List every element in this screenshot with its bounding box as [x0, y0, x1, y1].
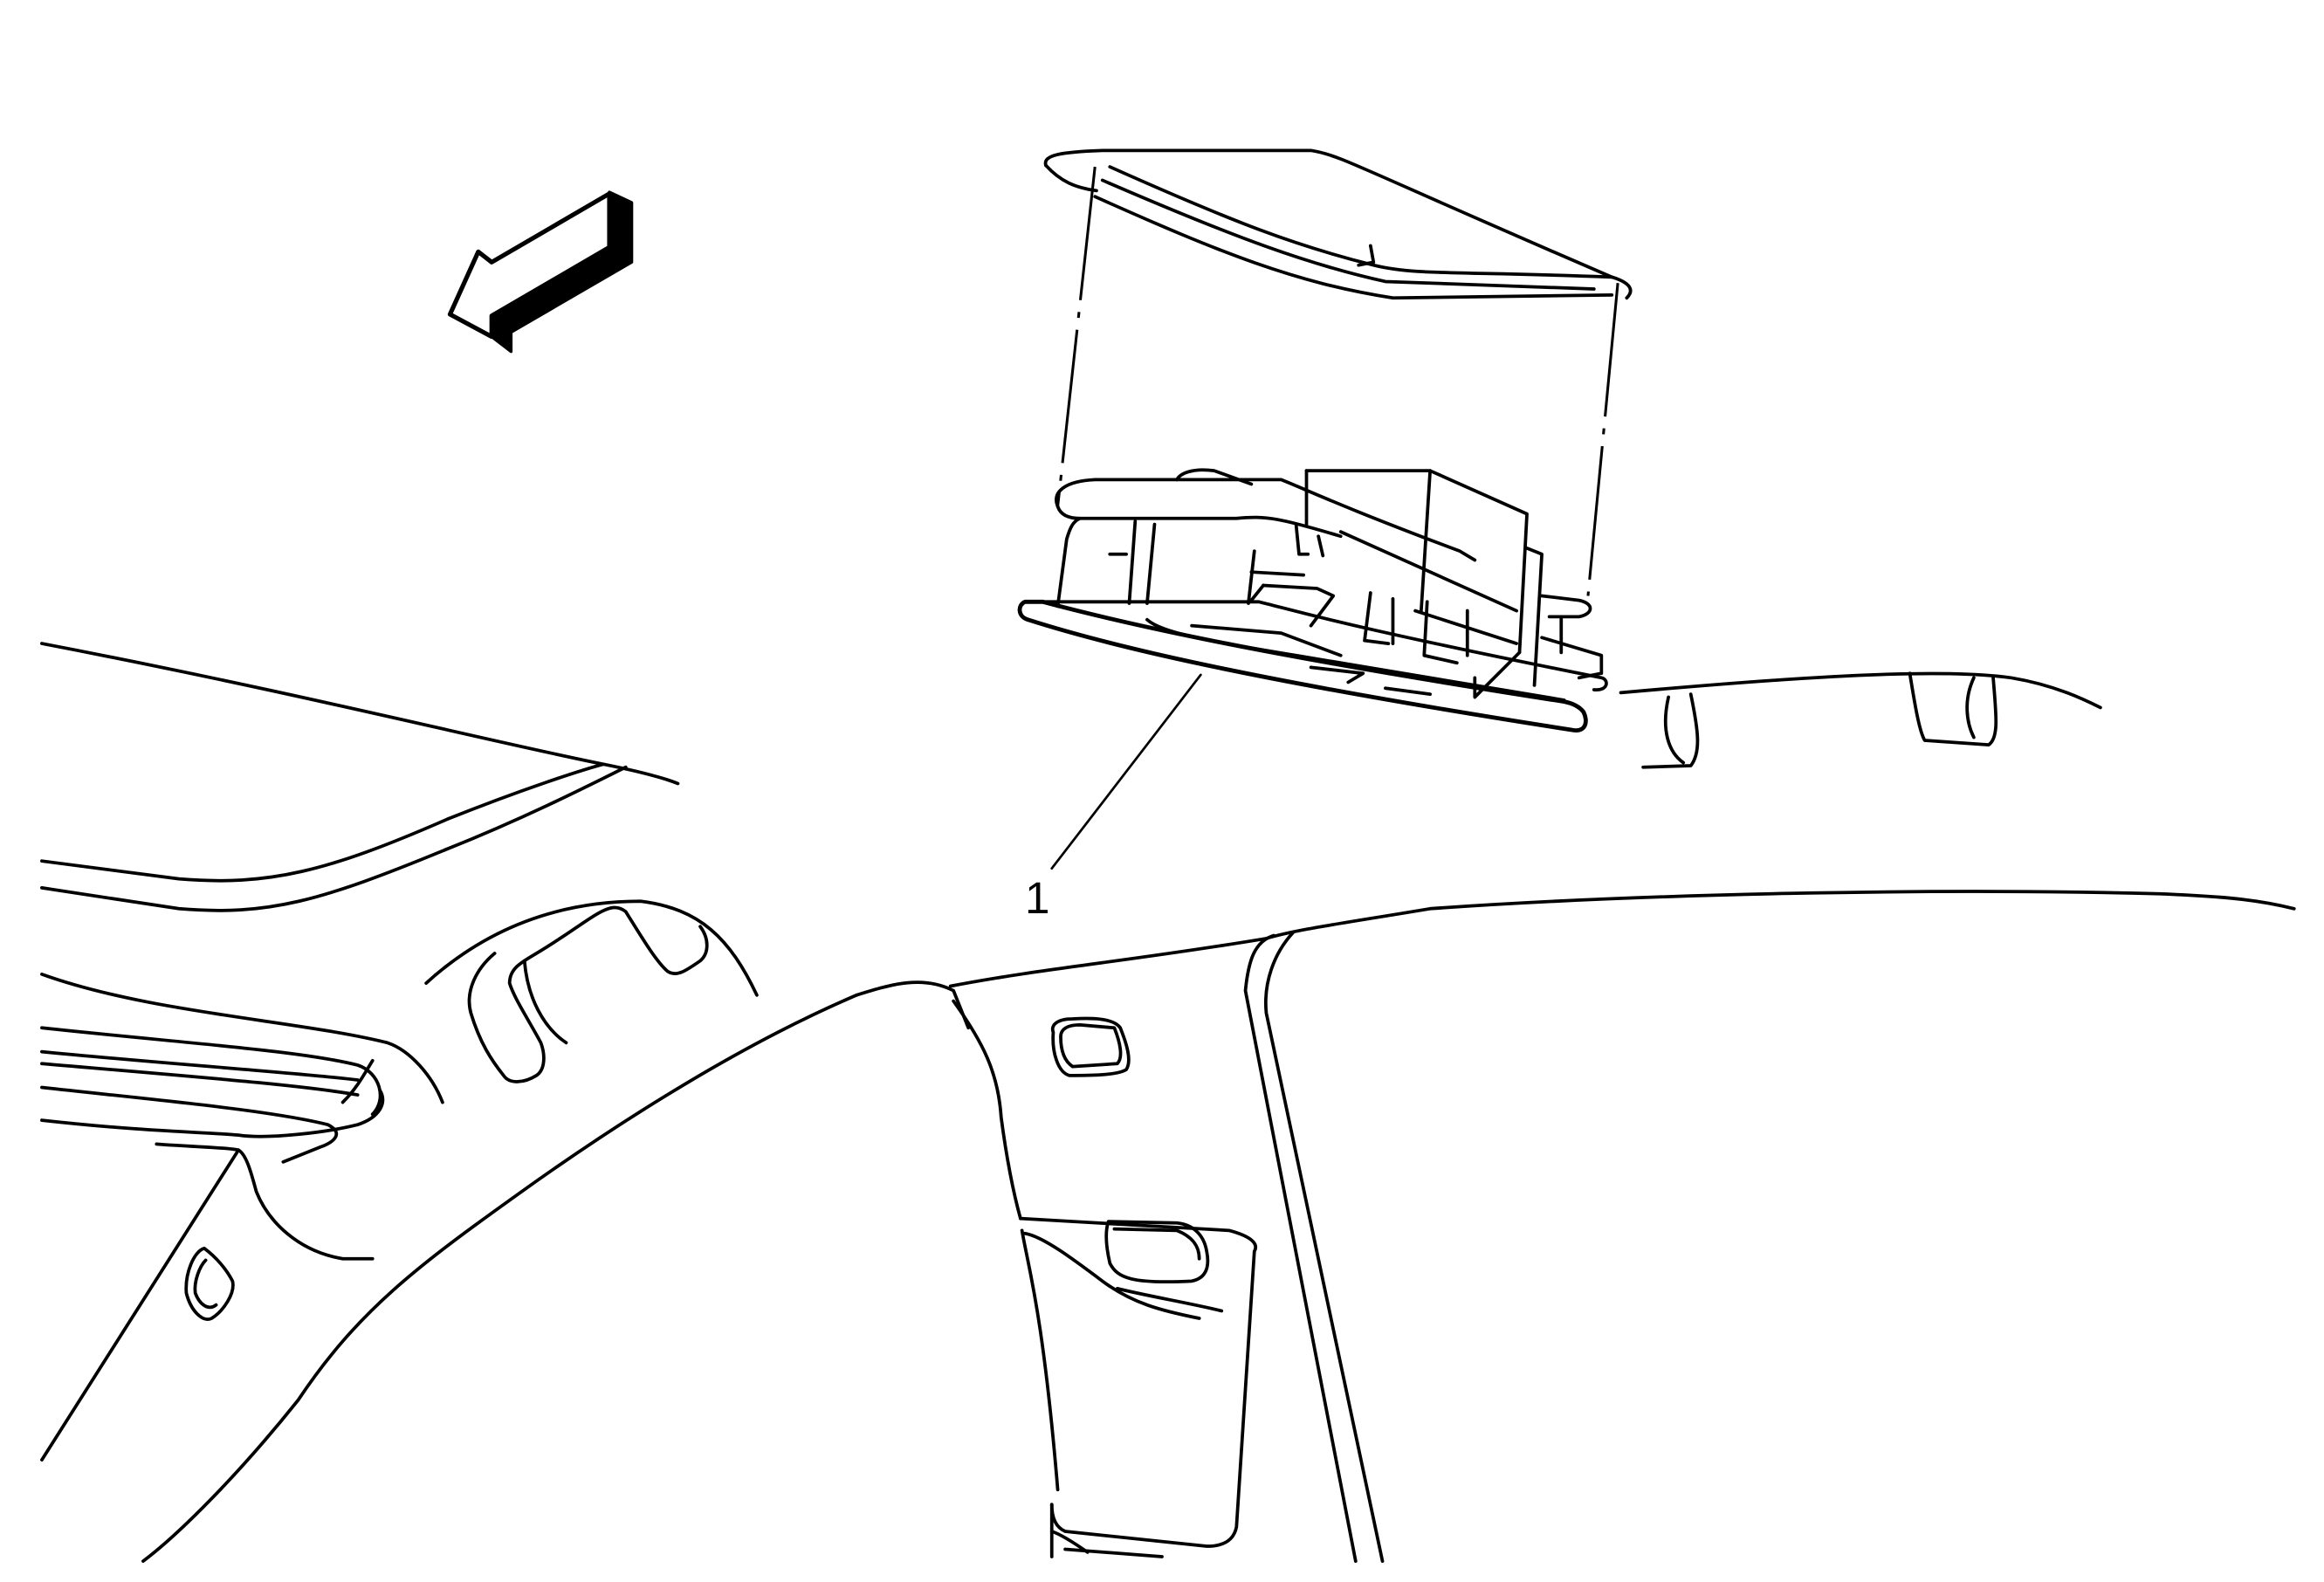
callout-1: 1: [1025, 673, 1202, 923]
rear-quarter-trim: [855, 937, 1269, 1558]
rear-headliner: [1243, 671, 2296, 1563]
callout-label: 1: [1025, 873, 1049, 923]
b-pillar-trim: [40, 993, 859, 1563]
front-direction-arrow-icon: [447, 190, 634, 354]
callout-leader-line: [1050, 673, 1202, 870]
front-headliner: [40, 642, 759, 1164]
overhead-console-assembly: [1017, 148, 1633, 733]
